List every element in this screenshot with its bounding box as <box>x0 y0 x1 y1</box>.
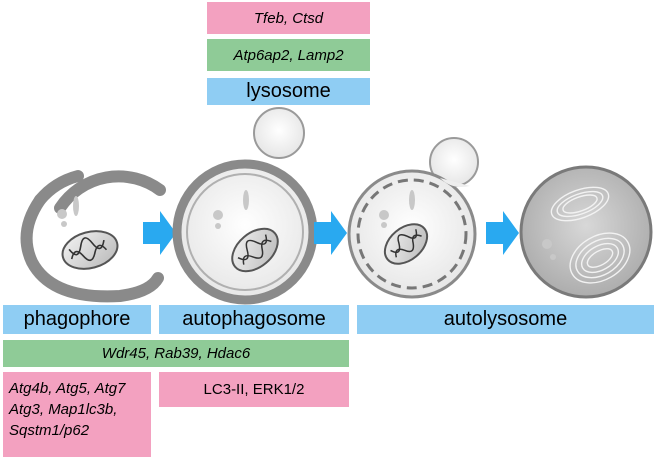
phagophore-gene-box: Atg4b, Atg5, Atg7 Atg3, Map1lc3b, Sqstm1… <box>3 372 151 457</box>
autolysosome-fusion-illustration <box>347 137 479 299</box>
shared-gene-box: Wdr45, Rab39, Hdac6 <box>3 340 349 367</box>
lysosome-gene-box-pink: Tfeb, Ctsd <box>207 2 370 34</box>
autophagosome-marker-box: LC3-II, ERK1/2 <box>159 372 349 407</box>
lysosome-label-box: lysosome <box>207 78 370 105</box>
autophagosome-markers-text: LC3-II, ERK1/2 <box>203 381 305 398</box>
phagophore-illustration <box>20 170 166 303</box>
lysosome-gene-box-green: Atp6ap2, Lamp2 <box>207 39 370 71</box>
arrow-icon <box>314 211 347 255</box>
arrow-icon <box>143 211 176 255</box>
arrow-icon <box>486 211 519 255</box>
lysosome-label: lysosome <box>246 80 331 102</box>
phagophore-genes-line-3: Sqstm1/p62 <box>9 422 90 439</box>
phagophore-genes-line-1: Atg4b, Atg5, Atg7 <box>9 380 126 397</box>
lysosome-genes-green-text: Atp6ap2, Lamp2 <box>233 46 344 64</box>
stage-label-phagophore: phagophore <box>3 305 151 334</box>
degraded-autolysosome-illustration <box>519 165 653 299</box>
stage-label-autolysosome: autolysosome <box>357 305 654 334</box>
lysosome-vesicle <box>253 107 305 159</box>
shared-genes-text: Wdr45, Rab39, Hdac6 <box>101 345 251 362</box>
phagophore-genes-line-2: Atg3, Map1lc3b, <box>9 401 118 418</box>
lysosome-genes-pink-text: Tfeb, Ctsd <box>253 9 324 27</box>
mitochondrion-icon <box>61 230 119 270</box>
stage-label-autophagosome: autophagosome <box>159 305 349 334</box>
autophagosome-illustration <box>172 159 318 305</box>
